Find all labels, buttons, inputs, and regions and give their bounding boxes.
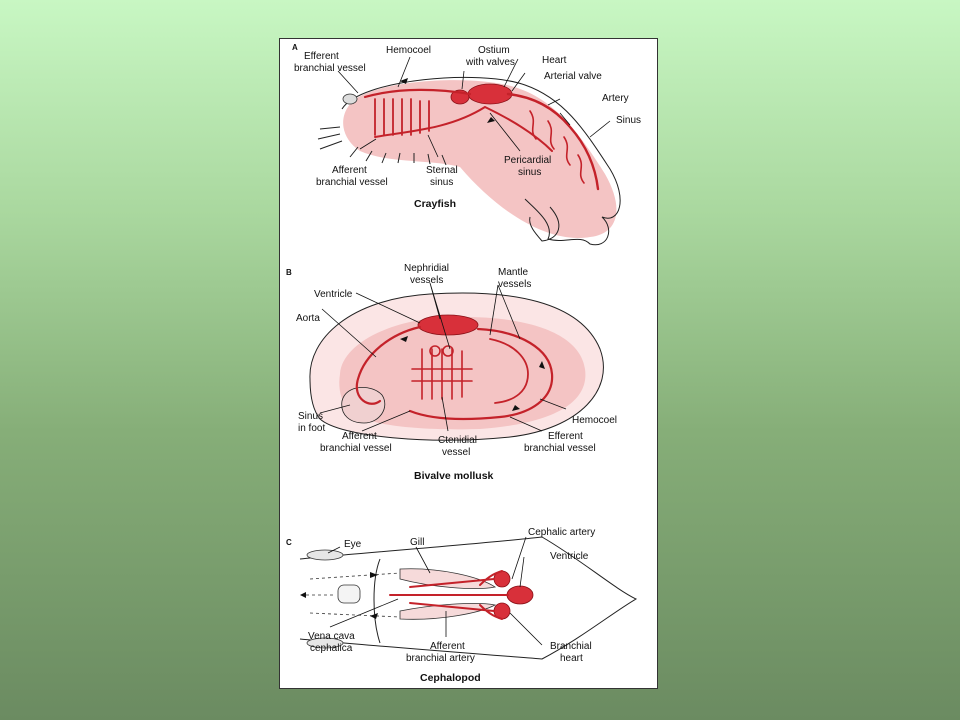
cephalopod-vessels (389, 570, 509, 620)
crayfish-anterior-artery (363, 88, 472, 99)
cephalopod-gill-upper (399, 568, 497, 589)
crayfish-label-sinus: Sinus (616, 115, 641, 126)
bivalve-ventricle (417, 314, 479, 336)
circulatory-systems-figure: A (279, 38, 658, 689)
cephalopod-label-eye: Eye (344, 539, 362, 550)
crayfish-gills (317, 126, 447, 166)
cephalopod-eye (306, 549, 344, 561)
bivalve-label-aorta: Aorta (296, 313, 320, 324)
cephalopod-arrow-2 (370, 613, 378, 619)
bivalve-inner-loop (489, 338, 529, 404)
cephalopod-arrow-3 (300, 592, 306, 598)
crayfish-label-artery: Artery (602, 93, 629, 104)
panel-cephalopod: C Eye Gill (286, 527, 638, 684)
bivalve-foot (341, 387, 386, 424)
crayfish-segment-loops (529, 110, 585, 184)
panel-c-letter: C (286, 538, 292, 547)
bivalve-arrow-2 (539, 361, 545, 369)
crayfish-outline (341, 76, 621, 246)
cephalopod-eye-lower (306, 637, 344, 649)
crayfish-loops (374, 98, 430, 136)
bivalve-title: Bivalve mollusk (414, 470, 494, 482)
crayfish-label-hemocoel: Hemocoel (386, 45, 431, 56)
cephalopod-body (299, 536, 638, 660)
bivalve-arrow-3 (512, 405, 520, 411)
bivalve-label-hemocoel: Hemocoel (572, 415, 617, 426)
cephalopod-dashed-flow (306, 572, 401, 618)
bivalve-aorta (355, 325, 422, 405)
cephalopod-ventricle (506, 585, 534, 605)
crayfish-arrow-1 (400, 78, 408, 84)
crayfish-eye (342, 93, 358, 105)
crayfish-label-arterial-valve: Arterial valve (544, 71, 602, 82)
panel-b-letter: B (286, 268, 292, 277)
cephalopod-siphon (337, 584, 361, 604)
bivalve-arrow-1 (400, 336, 408, 342)
cephalopod-gill-lower (399, 602, 497, 620)
bivalve-label-ventricle: Ventricle (314, 289, 353, 300)
panel-crayfish: A (292, 43, 641, 246)
cephalopod-title: Cephalopod (420, 672, 481, 684)
cephalopod-label-ventricle: Ventricle (550, 551, 589, 562)
cephalopod-label-gill: Gill (410, 537, 424, 548)
bivalve-nephridial-loops (429, 345, 441, 357)
bivalve-ctenidial (411, 348, 473, 400)
crayfish-sternal-vessel (374, 105, 553, 152)
crayfish-tail-fan (529, 206, 560, 242)
crayfish-leaders (337, 56, 611, 158)
cephalopod-arrow-1 (370, 572, 378, 578)
crayfish-dorsal-artery (506, 92, 600, 191)
cephalopod-leaders (327, 536, 543, 646)
bivalve-leaders (319, 282, 567, 432)
crayfish-title: Crayfish (414, 198, 456, 210)
cephalopod-mantle-edge (373, 558, 381, 644)
figure-svg: A (286, 43, 641, 684)
bivalve-mantle-vessel (408, 327, 554, 421)
crayfish-arrow-2 (487, 117, 495, 123)
cephalopod-label-cephalic-artery: Cephalic artery (528, 527, 595, 538)
panel-a-letter: A (292, 43, 298, 52)
crayfish-label-heart: Heart (542, 55, 567, 66)
crayfish-heart (467, 83, 513, 105)
bivalve-nephridial-loop-2 (442, 345, 454, 357)
